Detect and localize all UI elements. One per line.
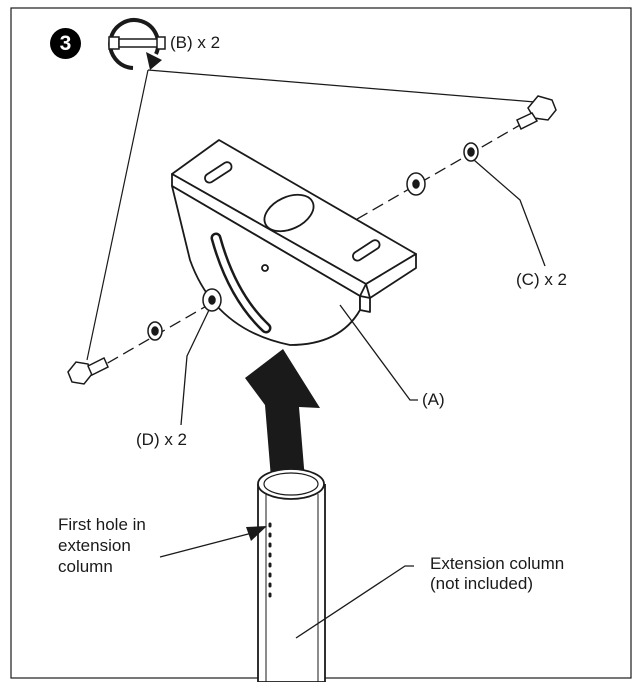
tighten-wrench-icon (108, 36, 166, 50)
bolt-leader-lines (86, 69, 536, 361)
extension-column (257, 468, 326, 683)
left-bolt (67, 356, 109, 385)
first-hole-leader (159, 526, 267, 558)
washer-large-left (202, 288, 222, 312)
hardware-axis (91, 124, 521, 373)
washer-small-label: (C) x 2 (516, 270, 567, 289)
first-hole-label: First hole in extension column (58, 515, 146, 576)
washer-large-label: (D) x 2 (136, 430, 187, 449)
bolt-label: (B) x 2 (170, 33, 221, 52)
washer-small-left (147, 321, 163, 341)
bracket-leader (339, 304, 418, 401)
washer-small-right (463, 142, 479, 162)
washer-small-leader (473, 159, 546, 267)
right-bolt (516, 95, 557, 131)
washer-large-right (406, 172, 426, 196)
washer-large-leader (180, 309, 210, 426)
extension-column-label: Extension column (not included) (430, 554, 565, 593)
step-number-badge: 3 (50, 28, 81, 59)
extension-column-leader (295, 565, 414, 639)
bracket-label: (A) (422, 390, 445, 409)
upward-arrow-icon (245, 349, 320, 480)
bracket-a (171, 139, 417, 346)
